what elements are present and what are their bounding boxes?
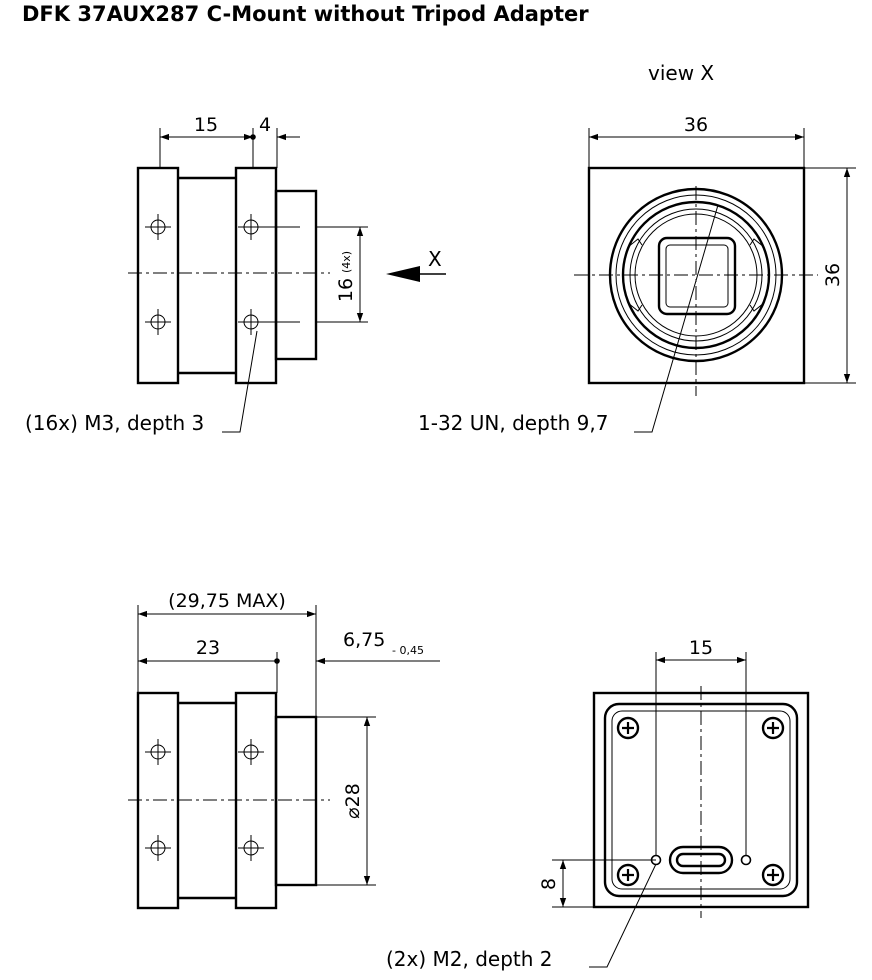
dim-6-75: 6,75: [343, 629, 385, 651]
dim-diameter: ⌀28: [342, 783, 364, 819]
callout-m2: (2x) M2, depth 2: [386, 947, 553, 971]
dim-23: 23: [196, 637, 220, 659]
view-x-arrow: X: [386, 247, 446, 282]
dim-4: 4: [259, 114, 271, 136]
callout-thread: 1-32 UN, depth 9,7: [418, 411, 608, 435]
side-view-bottom: (29,75 MAX) 23 6,75 - 0,45 ⌀28: [128, 590, 440, 910]
corner-screws: [616, 716, 785, 887]
side-view-top: 15 4 16 (4x) X (16x) M3, depth 3: [25, 114, 446, 435]
camera-body-side: [136, 166, 318, 385]
callout-m3: (16x) M3, depth 3: [25, 411, 204, 435]
screw-holes-bottom: [145, 739, 264, 861]
screw-holes: [145, 214, 300, 335]
back-view: 15 8 (2x) M2, depth 2: [386, 637, 810, 971]
sensor-window: [657, 236, 737, 316]
front-body: [587, 166, 806, 385]
usb-c-port: [668, 845, 734, 875]
dim-back-15: 15: [689, 637, 713, 659]
dim-16: 16: [335, 278, 357, 302]
dim-15: 15: [194, 114, 218, 136]
dim-16-note: (4x): [340, 251, 353, 273]
dim-front-width: 36: [684, 114, 708, 136]
dim-6-75-tolerance: - 0,45: [392, 644, 424, 657]
view-x-label: view X: [648, 61, 714, 85]
dim-front-height: 36: [822, 263, 844, 287]
dim-max: (29,75 MAX): [168, 590, 286, 612]
dim-back-8: 8: [538, 878, 560, 890]
front-view: view X 36 36 1-32 UN, depth 9,7: [418, 61, 856, 435]
view-x-arrow-label: X: [428, 247, 442, 271]
drawing-title: DFK 37AUX287 C-Mount without Tripod Adap…: [22, 2, 589, 26]
